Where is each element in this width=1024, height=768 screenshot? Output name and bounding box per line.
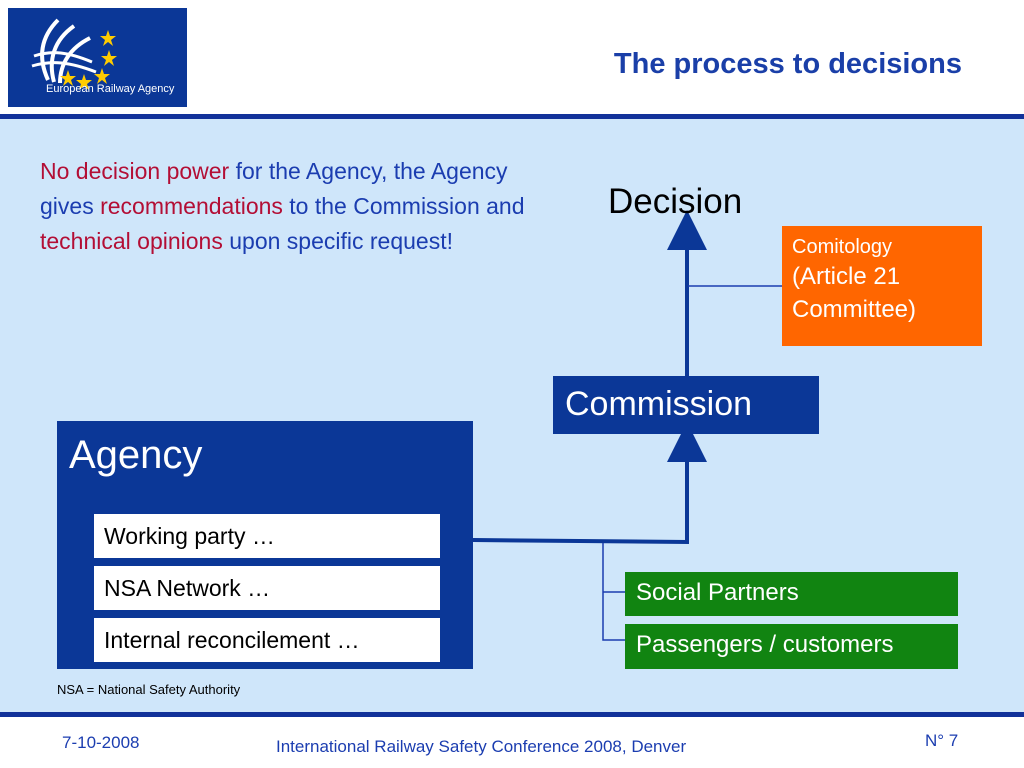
agency-box: Agency Working party … NSA Network … Int…	[57, 421, 473, 669]
page-title: The process to decisions	[613, 48, 962, 80]
era-logo	[8, 8, 187, 107]
comitology-title: Comitology	[792, 236, 893, 258]
social-partners-box: Social Partners	[625, 572, 958, 616]
decision-label: Decision	[608, 182, 743, 221]
agency-label: Agency	[69, 433, 203, 477]
footer-divider	[0, 712, 1024, 717]
eu-star-icon	[60, 70, 76, 86]
comitology-box: Comitology (Article 21 Committee)	[782, 226, 982, 346]
agency-to-commission-arrow	[472, 422, 707, 545]
eu-star-icon	[101, 50, 117, 66]
eu-star-icon	[94, 68, 110, 84]
footnote: NSA = National Safety Authority	[57, 682, 241, 697]
agency-item-internal-reconcilement: Internal reconcilement …	[94, 618, 440, 662]
agency-item-nsa-network: NSA Network …	[94, 566, 440, 610]
page-number: N° 7	[925, 731, 959, 750]
footer-conference: International Railway Safety Conference …	[276, 737, 687, 756]
intro-text-part: upon specific request!	[222, 228, 453, 254]
intro-highlight: recommendations	[100, 193, 283, 219]
footer-date: 7-10-2008	[62, 733, 140, 752]
intro-highlight: technical opinions	[40, 228, 223, 254]
eu-star-icon	[76, 74, 92, 90]
intro-text-part: for the Agency, the Agency gives	[40, 158, 508, 219]
intro-text: No decision power for the Agency, the Ag…	[40, 154, 540, 259]
stakeholder-link	[602, 543, 625, 641]
intro-highlight: No decision power	[40, 158, 230, 184]
passengers-customers-box: Passengers / customers	[625, 624, 958, 669]
intro-text-part: to the Commission and	[282, 193, 525, 219]
comitology-description: (Article 21 Committee)	[792, 263, 917, 323]
logo-text: European Railway Agency	[46, 83, 175, 95]
agency-item-working-party: Working party …	[94, 514, 440, 558]
era-logo-icon	[31, 18, 117, 90]
commission-box: Commission	[553, 376, 819, 434]
header-divider	[0, 114, 1024, 119]
eu-star-icon	[100, 30, 116, 46]
